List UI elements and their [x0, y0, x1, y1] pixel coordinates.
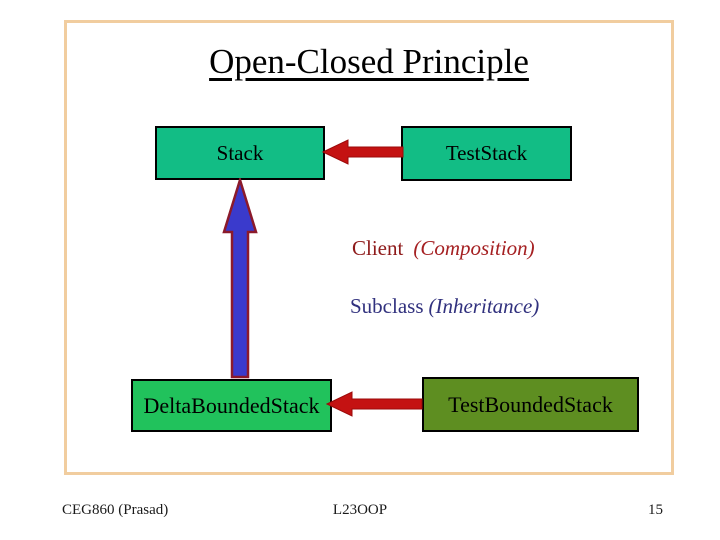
- test-stack-box: TestStack: [401, 126, 572, 181]
- footer-page-number: 15: [648, 502, 663, 518]
- inheritance-arrow-icon: [222, 178, 258, 379]
- test-bounded-stack-box-label: TestBoundedStack: [448, 391, 613, 417]
- delta-bounded-stack-box-label: DeltaBoundedStack: [143, 392, 320, 418]
- slide-title-text: Open-Closed Principle: [209, 42, 529, 81]
- inheritance-label-text: (Inheritance): [428, 294, 540, 318]
- bounded-composition-arrow-icon: [326, 391, 423, 417]
- footer-course-label: CEG860 (Prasad): [62, 502, 169, 518]
- footer-lecture-label: L23OOP: [332, 502, 388, 518]
- subclass-label-text: Subclass: [350, 294, 424, 318]
- client-label-text: Client: [352, 236, 404, 260]
- composition-arrow-icon: [322, 139, 404, 165]
- stack-box-label: Stack: [216, 140, 264, 165]
- test-stack-box-label: TestStack: [445, 141, 528, 165]
- subclass-inheritance-label: Subclass(Inheritance): [350, 294, 539, 319]
- test-bounded-stack-box: TestBoundedStack: [422, 377, 639, 432]
- composition-label-text: (Composition): [413, 236, 535, 260]
- stack-box: Stack: [155, 126, 325, 180]
- client-composition-label: Client (Composition): [352, 236, 535, 261]
- slide-title: Open-Closed Principle: [64, 42, 674, 82]
- delta-bounded-stack-box: DeltaBoundedStack: [131, 379, 332, 432]
